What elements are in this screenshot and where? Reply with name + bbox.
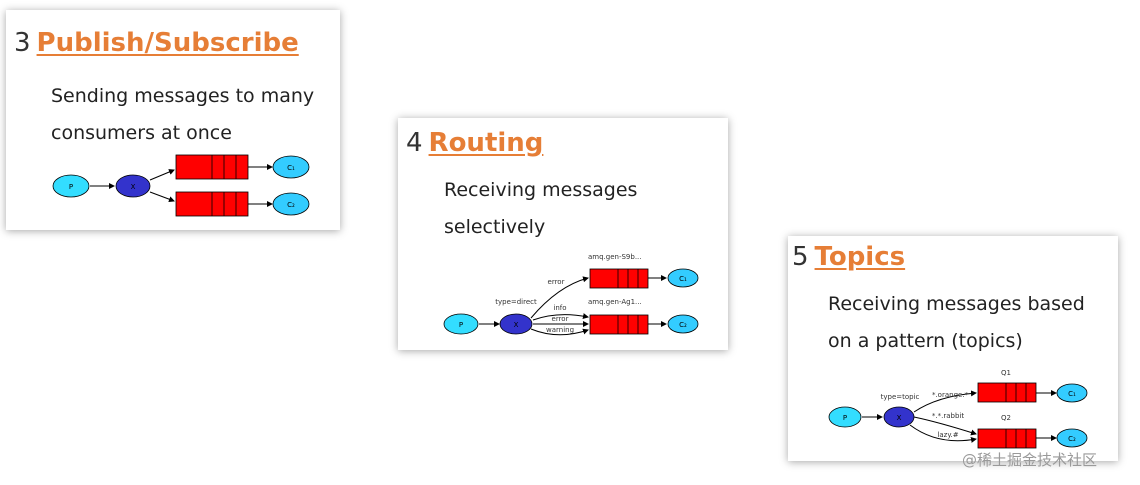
exchange-type-label: type=topic [881,393,920,401]
edge-binding-error-1 [530,276,589,319]
binding-label-error: error [552,315,569,323]
binding-label-error: error [548,278,565,286]
consumer-1-label: C₁ [679,275,687,283]
card-description: Sending messages to many consumers at on… [51,78,314,152]
pubsub-diagram: P X C₁ C₂ [52,154,310,217]
routing-link[interactable]: Routing [428,128,544,158]
card-description: Receiving messages selectively [444,172,637,246]
description-line: Sending messages to many [51,85,315,107]
edge-binding-orange [913,390,977,413]
consumer-2-node [1056,428,1088,448]
queue-1 [589,268,649,289]
routing-diagram: type=direct amq.gen-S9b... amq.gen-Ag1..… [443,253,699,336]
edge-binding-warning [530,328,589,336]
binding-label-lazy: lazy.# [937,431,958,439]
queue-1 [175,154,249,180]
producer-node [828,406,862,428]
consumer-1-node [1056,383,1088,403]
description-line: consumers at once [51,122,232,144]
exchange-label: X [514,321,519,329]
exchange-node [499,313,533,335]
queue-2-name: amq.gen-Ag1... [588,298,642,306]
description-line: selectively [444,216,546,238]
edge-binding-rabbit [913,416,977,436]
publish-subscribe-link[interactable]: Publish/Subscribe [36,28,299,58]
exchange-label: X [131,183,136,191]
card-number: 4 [406,128,423,158]
queue-1-name: Q1 [1001,369,1011,377]
binding-label-warning: warning [546,326,574,334]
edge-binding-lazy [909,424,977,443]
exchange-type-label: type=direct [495,298,537,306]
exchange-label: X [897,414,902,422]
edge-binding-info [532,313,589,321]
queue-2 [589,314,649,335]
consumer-1-label: C₁ [1068,390,1076,398]
card-number: 5 [792,242,809,272]
consumer-1-label: C₁ [287,164,295,172]
producer-node [52,174,90,198]
producer-label: P [459,321,463,329]
queue-2 [977,428,1037,449]
topics-diagram: type=topic Q1 Q2 *.orange.* *.*.rabbit l… [828,369,1088,449]
producer-label: P [69,183,73,191]
consumer-1-node [272,155,310,179]
queue-2 [175,191,249,217]
queue-1-name: amq.gen-S9b... [588,253,642,261]
description-line: on a pattern (topics) [828,330,1023,352]
edge-exchange-queue1 [149,169,175,181]
topics-link[interactable]: Topics [814,242,906,272]
exchange-node [883,406,915,428]
producer-label: P [843,414,847,422]
producer-node [443,313,479,335]
exchange-node [115,174,151,198]
binding-label-orange: *.orange.* [932,391,969,399]
card-number: 3 [14,28,31,58]
description-line: Receiving messages [444,179,638,201]
consumer-2-label: C₂ [679,321,687,329]
binding-label-rabbit: *.*.rabbit [932,412,964,420]
queue-1 [977,382,1037,403]
binding-label-info: info [553,304,566,312]
card-description: Receiving messages based on a pattern (t… [828,286,1085,360]
edge-exchange-queue2 [149,191,175,203]
consumer-2-node [667,314,699,334]
consumer-2-node [272,192,310,216]
consumer-2-label: C₂ [287,201,295,209]
watermark: @稀土掘金技术社区 [962,451,1098,469]
consumer-1-node [667,268,699,288]
consumer-2-label: C₂ [1068,435,1076,443]
description-line: Receiving messages based [828,293,1085,315]
queue-2-name: Q2 [1001,414,1011,422]
